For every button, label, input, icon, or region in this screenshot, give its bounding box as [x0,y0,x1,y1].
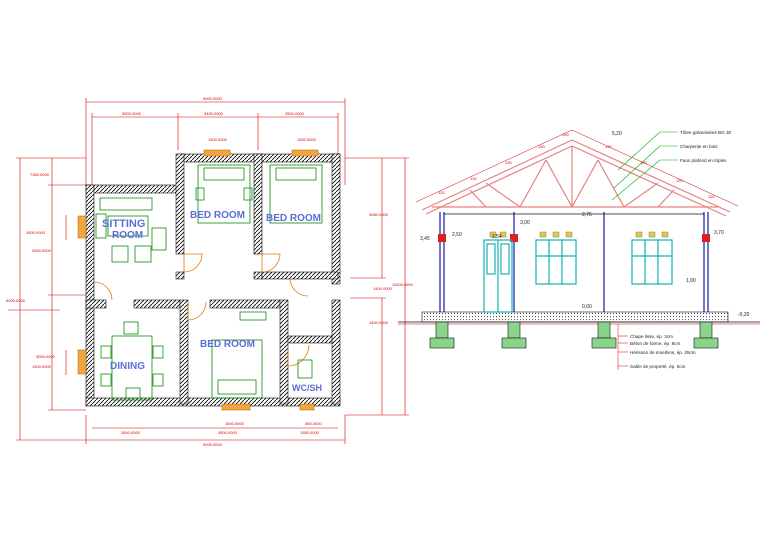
dimension-lines [8,98,409,444]
svg-text:3500.0000: 3500.0000 [285,111,305,116]
svg-text:4500.0000: 4500.0000 [218,430,238,435]
roof-note-2: Charpente en bois [680,144,718,149]
floor-slab [421,311,729,323]
svg-text:8000.0000: 8000.0000 [6,298,26,303]
svg-text:3980.0000: 3980.0000 [369,212,389,217]
room-label-bed-3: BED ROOM [200,339,255,350]
svg-text:550.0000: 550.0000 [305,421,322,426]
section-openings [483,239,673,313]
roof-notes: Tôles galvanisées BG 30 Charpente en boi… [611,130,732,201]
cross-section: 120 130 130 130 130 130 130 120 120 [398,129,760,370]
foundation-note-2: Béton de forme, ép. 8cm [630,341,680,346]
svg-text:130: 130 [505,160,512,165]
room-label-dining: DINING [110,361,145,372]
svg-text:11000.0000: 11000.0000 [392,282,414,287]
roof-dim-text: 120 130 130 130 130 130 130 120 120 [438,132,715,199]
section-walls [439,212,709,312]
window-frames [77,149,319,411]
foundation-note-1: Chape lisse, ép. 3cm [630,334,673,339]
footings [429,321,719,349]
level-ridge: 5,20 [612,131,622,137]
svg-text:1500.0000: 1500.0000 [26,230,46,235]
room-label-bed-2: BED ROOM [266,213,321,224]
svg-text:1400.0000: 1400.0000 [369,320,389,325]
svg-text:1500.0000: 1500.0000 [32,364,52,369]
svg-text:120: 120 [708,194,715,199]
svg-text:1500.0000: 1500.0000 [225,421,245,426]
svg-text:9000.0000: 9000.0000 [203,442,223,447]
floor-plan: 9000.0000 3500.0000 3450.0000 3500.0000 … [6,96,414,447]
roof-note-1: Tôles galvanisées BG 30 [680,130,732,135]
vents [489,231,669,238]
svg-text:1350.0000: 1350.0000 [300,430,320,435]
level-ground: -0,20 [738,312,750,318]
door-swings [93,253,310,367]
room-label-sitting-2: ROOM [112,230,143,241]
svg-text:1500.0000: 1500.0000 [297,137,317,142]
room-label-bed-1: BED ROOM [190,210,245,221]
room-label-sitting: SITTING [102,218,145,230]
foundation-notes: Chape lisse, ép. 3cm Béton de forme, ép.… [617,324,696,370]
svg-text:3500.0000: 3500.0000 [121,430,141,435]
svg-text:130: 130 [538,144,545,149]
svg-text:2650.0000: 2650.0000 [32,248,52,253]
level-ceiling: 3,00 [520,220,530,226]
roof-dimensions [415,129,739,207]
level-sill: 1,00 [686,278,696,284]
room-labels: SITTING ROOM BED ROOM BED ROOM BED ROOM … [102,210,322,393]
svg-text:120: 120 [438,190,445,195]
svg-text:130: 130 [470,176,477,181]
svg-text:7360.0000: 7360.0000 [30,172,50,177]
foundation-note-3: Hérisson de moellons, ép. 25cm [630,350,696,355]
ring-beams [438,234,710,242]
svg-text:3450.0000: 3450.0000 [204,111,224,116]
roof-note-3: Faux plafond en triplex [680,158,727,163]
level-floor: 0,00 [582,304,592,310]
level-window-head: 2,50 [452,232,462,238]
level-mid-door: 2,54 [492,234,502,240]
foundation-note-4: Sable de propreté, ép. 5cm [630,364,686,369]
walls [85,153,341,407]
room-label-wc: WC/SH [292,383,322,393]
svg-text:3500.0000: 3500.0000 [122,111,142,116]
svg-text:130: 130 [605,144,612,149]
level-eave-right: 3,70 [714,230,724,236]
svg-text:130: 130 [640,160,647,165]
svg-text:3000.0000: 3000.0000 [36,354,56,359]
level-eave-left: 3,45 [420,236,430,242]
furniture [95,164,323,401]
svg-text:120: 120 [676,178,683,183]
roof-truss [421,139,731,217]
level-wall-top: 2,75 [582,212,592,218]
svg-text:9000.0000: 9000.0000 [203,96,223,101]
dimension-texts: 9000.0000 3500.0000 3450.0000 3500.0000 … [6,96,414,447]
svg-text:1400.0000: 1400.0000 [373,286,393,291]
svg-text:1500.0000: 1500.0000 [208,137,228,142]
svg-text:130: 130 [562,132,569,137]
level-markers: 5,20 3,45 2,50 2,54 3,00 2,75 3,70 1,00 … [420,131,750,318]
